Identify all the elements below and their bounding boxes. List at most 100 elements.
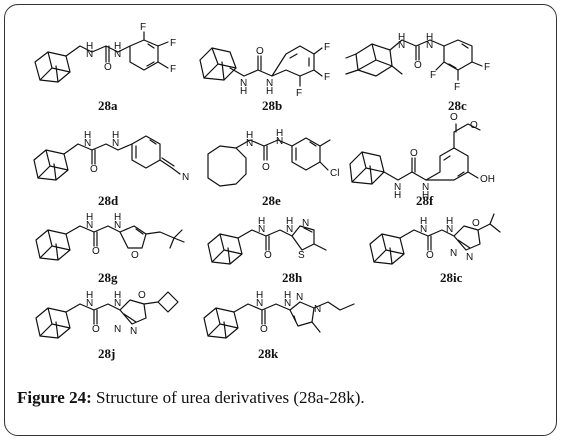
svg-text:O: O [426, 250, 434, 261]
caption-text: Structure of urea derivatives (28a-28k). [91, 388, 365, 407]
svg-text:N: N [258, 224, 265, 235]
svg-text:H: H [286, 216, 293, 227]
svg-text:N: N [314, 304, 321, 315]
svg-text:N: N [114, 298, 121, 309]
svg-text:N: N [114, 49, 121, 60]
svg-text:H: H [112, 130, 119, 141]
svg-text:N: N [112, 138, 119, 149]
svg-text:F: F [324, 72, 330, 83]
structure-28b: NH NH O F F F [199, 42, 330, 99]
figure-frame [4, 4, 557, 436]
svg-text:N: N [394, 182, 401, 193]
svg-text:O: O [414, 60, 422, 71]
structure-28j: HN HN O O N N [35, 290, 179, 339]
label-28f: 28f [416, 193, 434, 208]
svg-text:N: N [276, 136, 283, 147]
svg-text:H: H [422, 190, 429, 201]
svg-text:H: H [276, 128, 283, 139]
svg-text:O: O [470, 120, 478, 131]
svg-text:H: H [266, 86, 273, 97]
label-28g: 28g [98, 270, 118, 285]
svg-text:O: O [472, 218, 480, 229]
svg-text:O: O [264, 250, 272, 261]
caption-label: Figure 24: [17, 388, 92, 407]
svg-text:F: F [324, 42, 330, 53]
svg-text:H: H [240, 86, 247, 97]
svg-text:O: O [131, 250, 139, 261]
label-28k: 28k [258, 346, 279, 361]
svg-text:O: O [104, 62, 112, 73]
svg-text:H: H [114, 212, 121, 223]
svg-text:H: H [446, 216, 453, 227]
structure-28ic: HN HN O O N N [369, 213, 501, 265]
structure-28e: HN HN O Cl [207, 128, 339, 187]
svg-text:F: F [454, 82, 460, 93]
label-28j: 28j [98, 346, 115, 361]
svg-text:O: O [92, 246, 100, 257]
svg-text:O: O [138, 290, 146, 301]
svg-text:N: N [296, 292, 303, 303]
structure-28k: HN HN O N N [203, 290, 355, 339]
svg-text:N: N [130, 326, 137, 337]
svg-text:H: H [258, 216, 265, 227]
svg-text:H: H [114, 41, 121, 52]
structure-28d: HN HN O N [33, 130, 189, 183]
svg-text:N: N [286, 224, 293, 235]
adamantane-cage [199, 47, 237, 81]
label-28b: 28b [262, 98, 282, 113]
svg-text:H: H [256, 290, 263, 301]
svg-text:H: H [86, 290, 93, 301]
structure-28h: HN HN O N S [207, 216, 327, 265]
svg-text:H: H [114, 290, 121, 301]
svg-text:H: H [84, 130, 91, 141]
svg-text:N: N [450, 248, 457, 259]
svg-text:Cl: Cl [330, 168, 339, 179]
svg-text:O: O [260, 324, 268, 335]
svg-text:N: N [446, 224, 453, 235]
svg-text:N: N [114, 324, 121, 335]
svg-text:N: N [398, 40, 405, 51]
svg-text:N: N [466, 252, 473, 263]
structure-28g: HN HN O O [35, 212, 185, 261]
label-28c: 28c [448, 98, 467, 113]
svg-text:H: H [398, 32, 405, 43]
svg-text:N: N [86, 220, 93, 231]
adamantane-cage [34, 51, 71, 83]
svg-text:N: N [114, 220, 121, 231]
svg-text:F: F [170, 38, 176, 49]
svg-text:N: N [246, 138, 253, 149]
svg-text:N: N [266, 78, 273, 89]
svg-text:O: O [92, 324, 100, 335]
svg-text:F: F [484, 62, 490, 73]
svg-text:O: O [262, 162, 270, 173]
svg-text:N: N [182, 172, 189, 183]
svg-text:S: S [298, 250, 305, 261]
svg-text:O: O [450, 112, 458, 123]
label-28a: 28a [98, 98, 118, 113]
structure-28f: NH NH O O O OH [349, 112, 495, 201]
svg-text:F: F [296, 88, 302, 99]
svg-text:N: N [86, 49, 93, 60]
svg-text:O: O [256, 46, 264, 57]
svg-text:F: F [170, 64, 176, 75]
svg-text:H: H [284, 290, 291, 301]
svg-text:H: H [86, 212, 93, 223]
svg-text:N: N [256, 298, 263, 309]
label-28e: 28e [262, 193, 281, 208]
svg-text:N: N [302, 218, 309, 229]
structure-28c: HN HN O F F F [345, 32, 490, 93]
svg-text:F: F [140, 22, 146, 33]
svg-text:N: N [84, 138, 91, 149]
svg-text:H: H [86, 41, 93, 52]
svg-text:N: N [284, 298, 291, 309]
svg-text:N: N [426, 40, 433, 51]
svg-text:H: H [246, 130, 253, 141]
svg-text:H: H [420, 216, 427, 227]
svg-text:N: N [240, 78, 247, 89]
svg-text:H: H [394, 190, 401, 201]
figure-caption: Figure 24: Structure of urea derivatives… [17, 388, 365, 408]
svg-text:O: O [90, 164, 98, 175]
svg-text:N: N [422, 182, 429, 193]
structure-28a: HN HN O F F F [34, 22, 176, 83]
